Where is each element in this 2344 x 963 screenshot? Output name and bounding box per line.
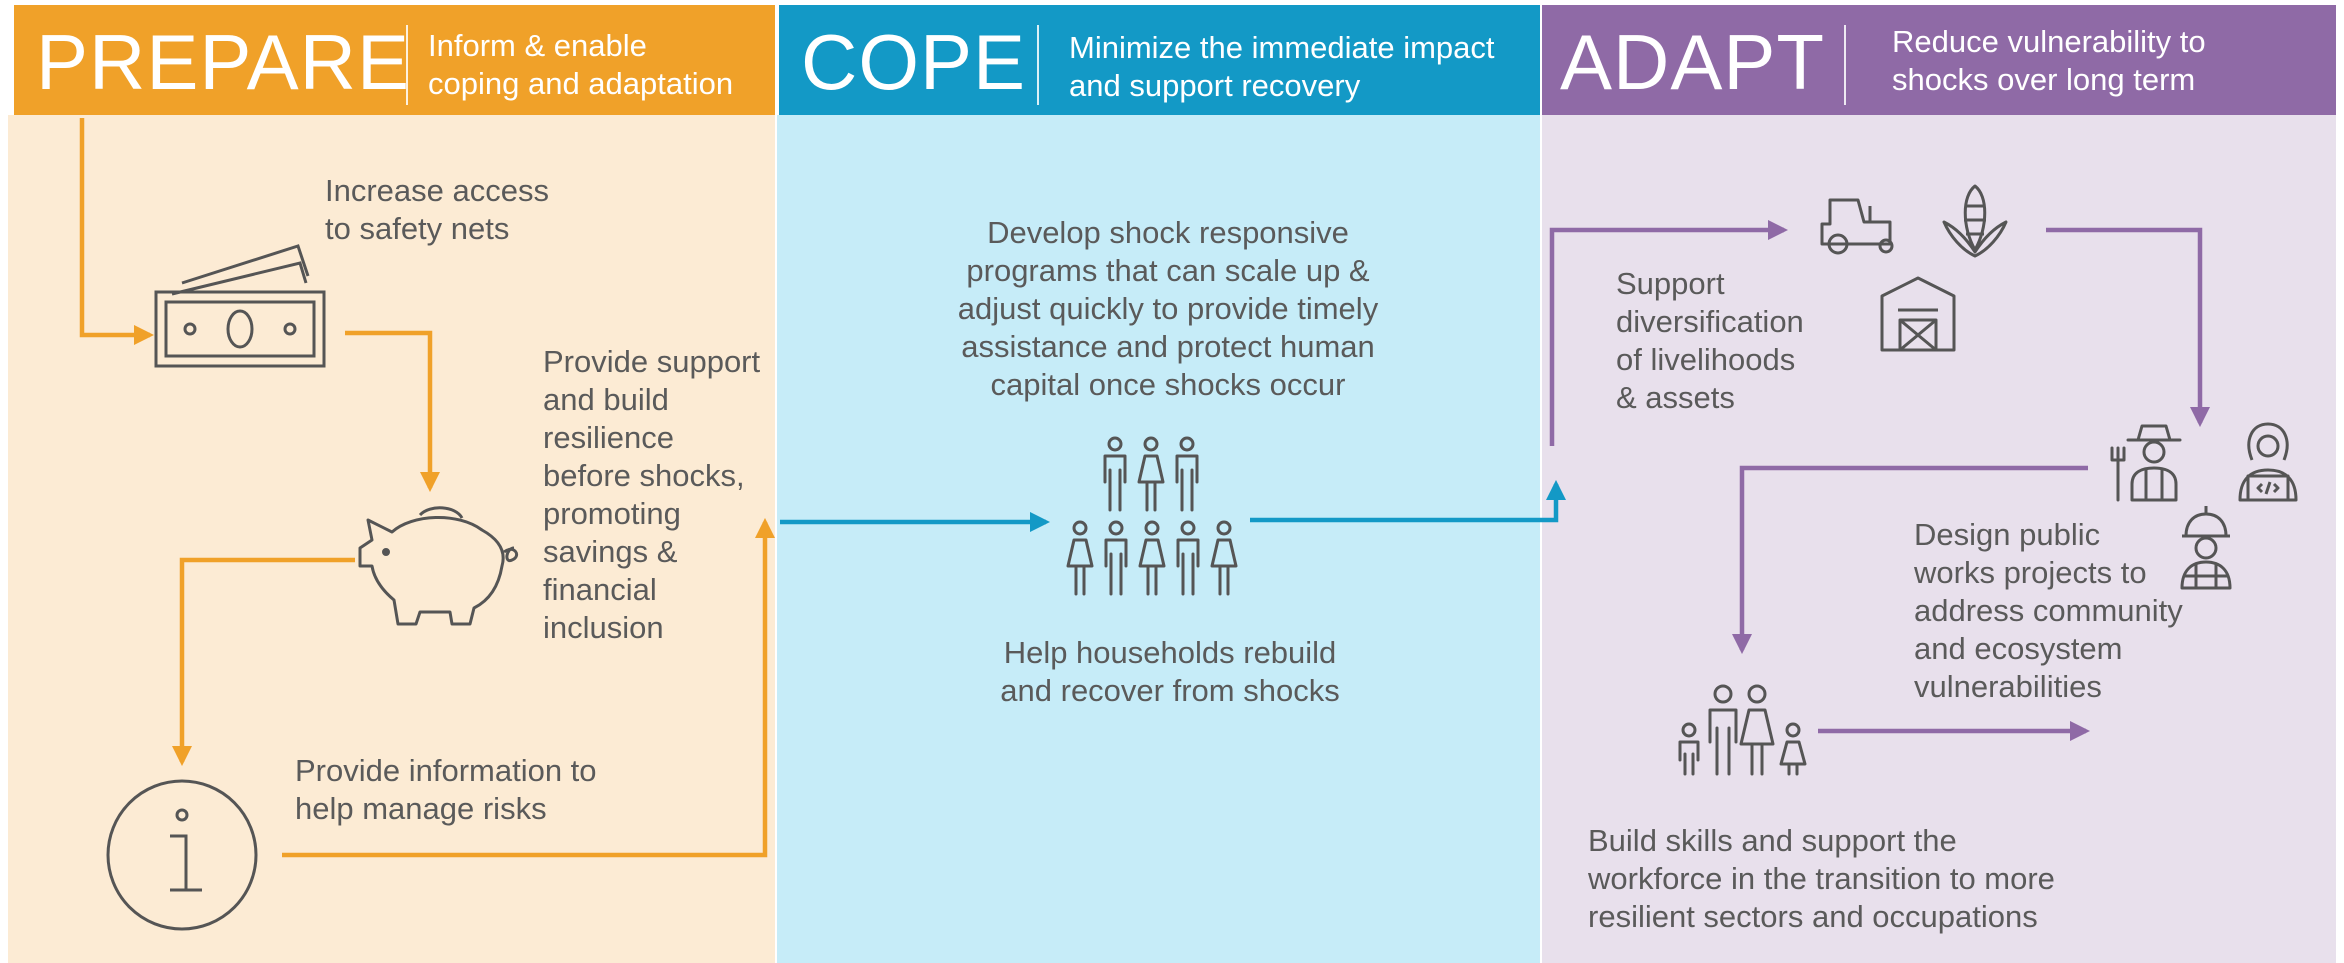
prepare-subtitle-line: coping and adaptation — [428, 66, 734, 101]
text-line: Develop shock responsive — [987, 215, 1349, 250]
text-line: works projects to — [1914, 555, 2147, 590]
text-line: Increase access — [325, 173, 549, 208]
text-line: capital once shocks occur — [990, 367, 1346, 402]
prepare-panel — [8, 115, 775, 963]
corn-icon — [1942, 184, 2008, 258]
text-line: and recover from shocks — [1000, 673, 1340, 708]
support-resilience-text: Provide support and build resilience bef… — [543, 343, 760, 647]
text-line: inclusion — [543, 610, 664, 645]
text-line: promoting — [543, 496, 681, 531]
info-icon — [106, 779, 258, 931]
text-line: savings & — [543, 534, 678, 569]
prepare-subtitle-line: Inform & enable — [428, 28, 647, 63]
text-line: Build skills and support the — [1588, 823, 1957, 858]
text-line: & assets — [1616, 380, 1735, 415]
text-line: adjust quickly to provide timely — [957, 291, 1379, 326]
arrow-cope-2 — [1250, 479, 1567, 523]
text-line: Provide support — [543, 344, 761, 379]
diversification-text: Support diversification of livelihoods &… — [1616, 265, 1804, 417]
arrow-prepare-3 — [171, 557, 355, 767]
piggy-bank-icon — [358, 506, 518, 626]
prepare-header: PREPARE Inform & enable coping and adapt… — [14, 5, 775, 115]
text-line: diversification — [1616, 304, 1804, 339]
arrow-prepare-4 — [282, 517, 776, 858]
farmer-icon — [2110, 424, 2182, 502]
text-line: workforce in the transition to more — [1588, 861, 2055, 896]
family-icon — [1678, 684, 1807, 776]
skills-text: Build skills and support the workforce i… — [1588, 822, 2055, 936]
text-line: Help households rebuild — [1003, 635, 1337, 670]
text-line: help manage risks — [295, 791, 547, 826]
text-line: programs that can scale up & — [966, 253, 1370, 288]
arrow-adapt-3 — [1731, 465, 2088, 655]
prepare-header-divider — [406, 25, 408, 105]
adapt-subtitle-line: Reduce vulnerability to — [1892, 24, 2206, 59]
arrow-adapt-2 — [2046, 227, 2211, 428]
safety-nets-text: Increase access to safety nets — [325, 172, 549, 248]
cope-header-divider — [1037, 25, 1039, 105]
cope-subtitle-line: and support recovery — [1069, 68, 1361, 103]
text-line: of livelihoods — [1616, 342, 1796, 377]
arrow-adapt-1 — [1549, 219, 1789, 446]
information-text: Provide information to help manage risks — [295, 752, 597, 828]
text-line: to safety nets — [325, 211, 510, 246]
text-line: financial — [543, 572, 657, 607]
arrow-prepare-2 — [345, 330, 441, 493]
rebuild-text: Help households rebuild and recover from… — [960, 634, 1380, 710]
cope-subtitle: Minimize the immediate impact and suppor… — [1069, 29, 1495, 105]
cope-subtitle-line: Minimize the immediate impact — [1069, 30, 1495, 65]
text-line: and build — [543, 382, 669, 417]
construction-worker-icon — [2180, 506, 2232, 590]
prepare-subtitle: Inform & enable coping and adaptation — [428, 27, 733, 103]
tractor-icon — [1820, 198, 1894, 255]
text-line: Support — [1616, 266, 1725, 301]
arrow-prepare-1 — [79, 118, 155, 346]
programmer-icon — [2238, 422, 2298, 502]
cope-title: COPE — [801, 18, 1027, 106]
shock-programs-text: Develop shock responsive programs that c… — [918, 214, 1418, 404]
cash-icon — [154, 244, 326, 368]
public-works-text: Design public works projects to address … — [1914, 516, 2183, 706]
adapt-subtitle-line: shocks over long term — [1892, 62, 2196, 97]
adapt-title: ADAPT — [1560, 18, 1826, 106]
prepare-title: PREPARE — [36, 18, 410, 106]
people-group-icon — [1066, 436, 1238, 596]
adapt-subtitle: Reduce vulnerability to shocks over long… — [1892, 23, 2206, 99]
text-line: vulnerabilities — [1914, 669, 2102, 704]
adapt-header-divider — [1844, 25, 1846, 105]
cope-header: COPE Minimize the immediate impact and s… — [779, 5, 1540, 115]
text-line: resilience — [543, 420, 674, 455]
adapt-header: ADAPT Reduce vulnerability to shocks ove… — [1542, 5, 2336, 115]
text-line: Provide information to — [295, 753, 597, 788]
text-line: assistance and protect human — [961, 329, 1375, 364]
text-line: address community — [1914, 593, 2183, 628]
text-line: resilient sectors and occupations — [1588, 899, 2038, 934]
text-line: before shocks, — [543, 458, 745, 493]
barn-icon — [1880, 276, 1956, 352]
text-line: Design public — [1914, 517, 2101, 552]
text-line: and ecosystem — [1914, 631, 2123, 666]
